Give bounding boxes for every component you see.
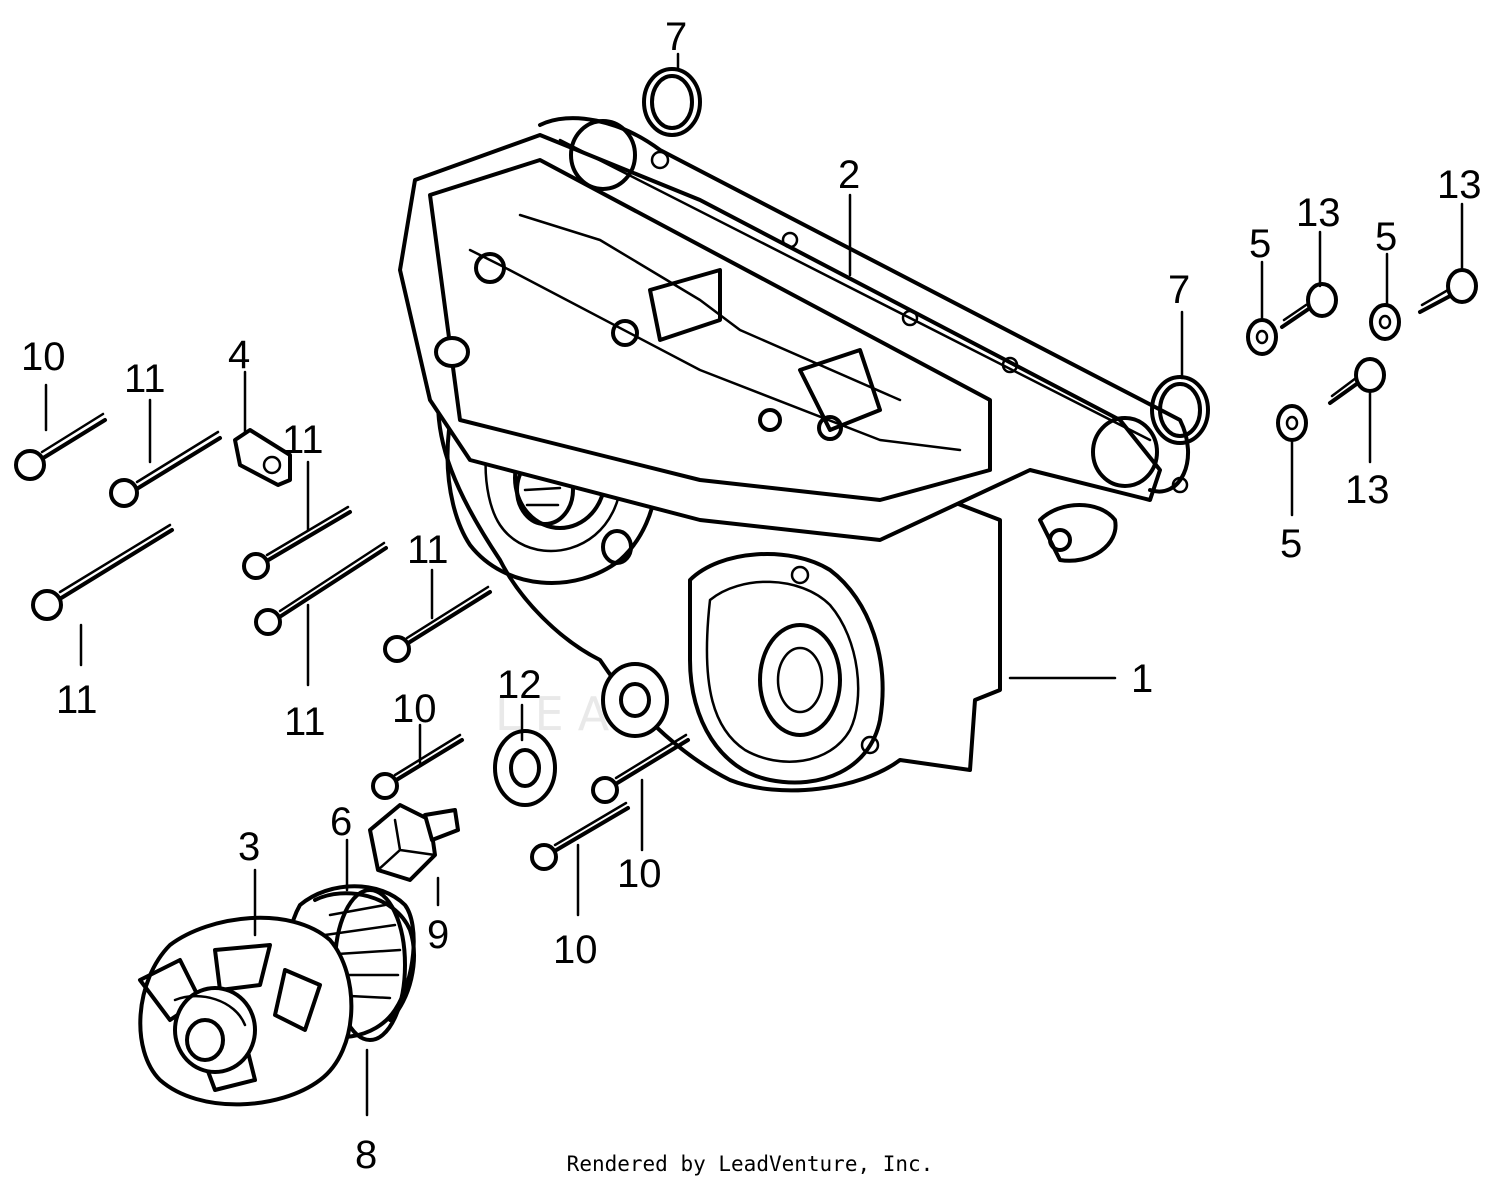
callout-9: 9 <box>427 913 449 957</box>
callout-11c: 11 <box>56 678 98 722</box>
clamp-plate <box>233 428 292 487</box>
sealing-washer <box>493 729 557 807</box>
bolt-13c <box>1328 357 1386 405</box>
callout-10b: 10 <box>392 687 437 731</box>
bolt-11e <box>383 585 492 663</box>
o-ring-upper <box>642 67 702 137</box>
callout-11b: 11 <box>282 418 324 462</box>
credit-line: Rendered by LeadVenture, Inc. <box>566 1152 934 1176</box>
bolt-11c <box>242 505 352 580</box>
bolt-10c <box>591 733 690 804</box>
callout-13b: 13 <box>1437 163 1482 207</box>
callout-11d: 11 <box>284 700 326 744</box>
bolt-11a <box>109 430 222 508</box>
callout-1: 1 <box>1131 657 1153 701</box>
callout-5b: 5 <box>1375 215 1397 259</box>
callout-3: 3 <box>238 825 260 869</box>
callout-8: 8 <box>355 1133 377 1177</box>
callout-11a: 11 <box>124 357 166 401</box>
bolt-11b <box>31 523 174 621</box>
callout-10d: 10 <box>553 928 598 972</box>
callout-13a: 13 <box>1296 191 1341 235</box>
bolt-13b <box>1418 268 1478 314</box>
washer-5a <box>1246 318 1278 356</box>
callout-7a: 7 <box>665 15 687 59</box>
bolt-10b <box>371 733 464 800</box>
callout-5a: 5 <box>1249 222 1271 266</box>
bolt-13a <box>1280 282 1338 329</box>
washer-5b <box>1369 303 1401 341</box>
bolt-10a <box>14 412 107 481</box>
callout-10c: 10 <box>617 852 662 896</box>
leader-lines <box>44 52 1464 1117</box>
o-ring-right <box>1150 375 1210 445</box>
callout-10a: 10 <box>21 335 66 379</box>
cover-housing <box>398 116 1190 793</box>
callout-11e: 11 <box>407 528 449 572</box>
callout-13c: 13 <box>1345 468 1390 512</box>
bolt-10d <box>530 801 630 871</box>
washer-5c <box>1276 404 1308 442</box>
water-pump-assembly <box>138 884 416 1107</box>
callout-5c: 5 <box>1280 522 1302 566</box>
callout-6: 6 <box>330 800 352 844</box>
drain-bolt <box>368 803 460 882</box>
callout-labels: 1 2 3 4 5 5 5 6 7 7 8 9 10 10 10 10 11 1… <box>21 15 1482 1177</box>
bolt-11d <box>254 541 388 636</box>
callout-7b: 7 <box>1168 268 1190 312</box>
callout-2: 2 <box>838 153 860 197</box>
callout-12: 12 <box>497 663 542 707</box>
callout-4: 4 <box>228 333 250 377</box>
